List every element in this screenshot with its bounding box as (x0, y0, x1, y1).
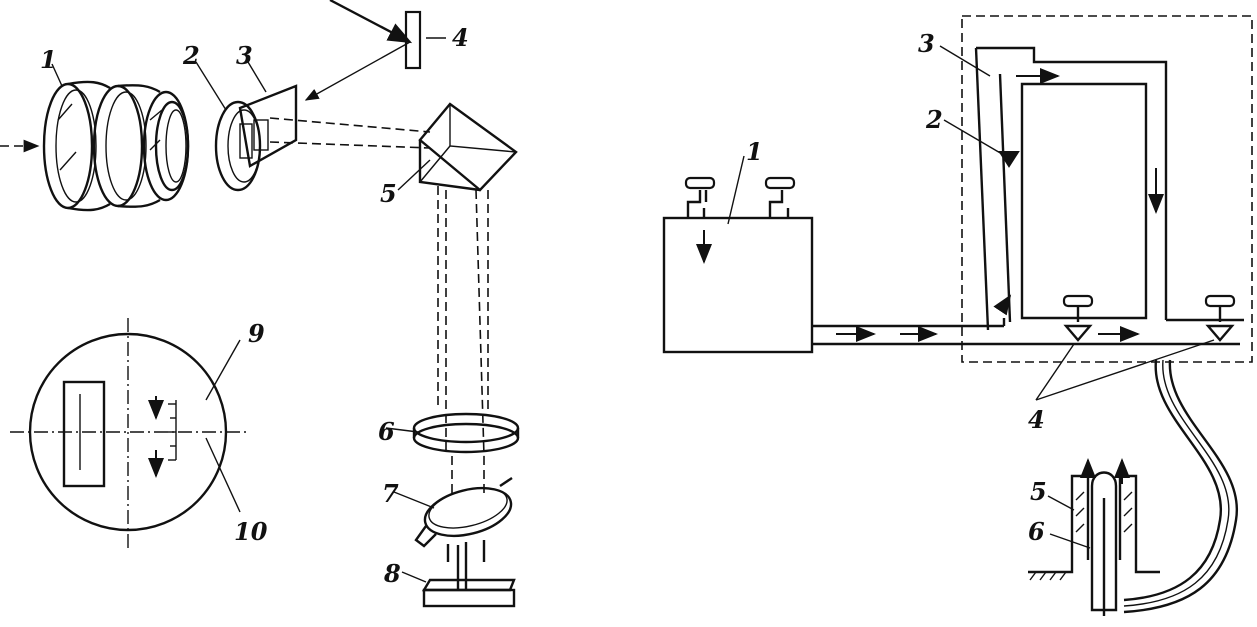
label-4: 4 (452, 23, 469, 52)
tank-1 (662, 176, 814, 354)
valve-4a (1062, 294, 1094, 342)
label-9: 9 (248, 319, 265, 348)
label-4-right: 4 (1028, 405, 1045, 434)
optical-scheme (0, 0, 520, 608)
lens-2 (214, 100, 262, 192)
scale-plate-3 (238, 84, 298, 168)
stage-8 (421, 540, 516, 608)
field-of-view (10, 318, 248, 552)
label-6: 6 (378, 417, 395, 446)
label-2-right: 2 (925, 105, 943, 134)
label-8: 8 (383, 559, 401, 588)
nozzle (1028, 458, 1160, 616)
label-10: 10 (234, 517, 268, 546)
label-7: 7 (382, 479, 399, 508)
label-1: 1 (40, 45, 57, 74)
label-5: 5 (380, 179, 397, 208)
label-3-right: 3 (918, 29, 935, 58)
valve-4b (1204, 294, 1236, 342)
light-in-arrow (329, 0, 413, 44)
flow-scheme (662, 15, 1253, 616)
lens-7 (414, 477, 513, 548)
prism-5 (418, 102, 518, 192)
label-3: 3 (236, 41, 253, 70)
enclosure (961, 15, 1253, 363)
label-6-right: 6 (1028, 517, 1045, 546)
objective-lens (42, 80, 190, 212)
label-5-right: 5 (1030, 477, 1047, 506)
label-2: 2 (182, 41, 200, 70)
lens-6 (412, 412, 520, 454)
label-tank-1: 1 (746, 137, 763, 166)
vessel-3 (974, 46, 1168, 331)
light-reflected-arrow (304, 41, 411, 101)
